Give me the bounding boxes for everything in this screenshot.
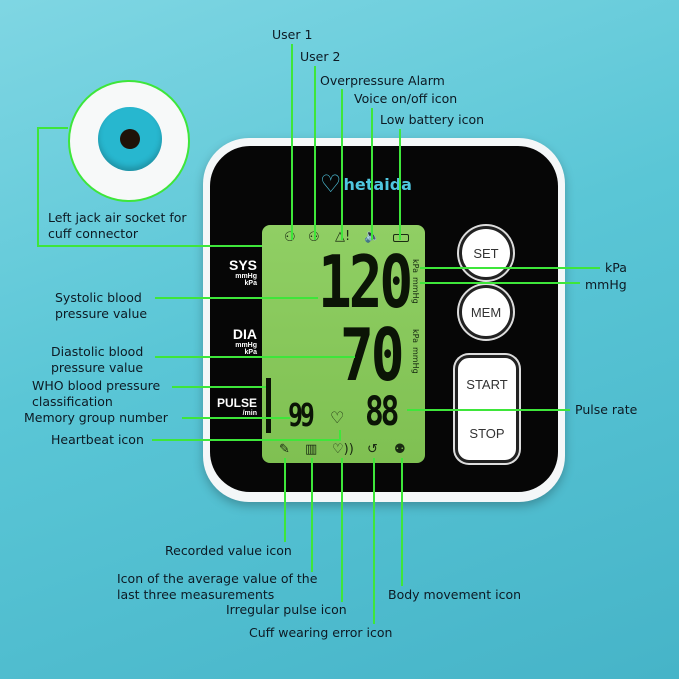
who-classification-bar <box>266 378 271 433</box>
callout-user1: User 1 <box>272 27 313 42</box>
user2-icon: ⚇ <box>308 230 320 245</box>
callout-user2: User 2 <box>300 49 341 64</box>
heartbeat-icon: ♡ <box>330 408 345 427</box>
battery-icon <box>393 234 409 242</box>
callout-heartbeat: Heartbeat icon <box>51 432 144 447</box>
callout-mmhg: mmHg <box>585 277 627 292</box>
heart-logo-icon: ♡ <box>320 170 342 198</box>
recorded-value-icon: ✎ <box>279 442 290 457</box>
user1-icon: ⚇ <box>284 230 296 245</box>
systolic-value: 120 <box>318 240 413 324</box>
callout-voice: Voice on/off icon <box>354 91 458 106</box>
brand-logo: ♡ hetaida <box>320 170 412 198</box>
callout-irregular: Irregular pulse icon <box>226 602 347 617</box>
callout-memory: Memory group number <box>24 410 168 425</box>
cuff-error-icon: ↺ <box>367 442 378 457</box>
diastolic-value: 70 <box>340 313 404 397</box>
callout-recorded: Recorded value icon <box>165 543 292 558</box>
callout-battery: Low battery icon <box>380 112 485 127</box>
average-icon: ▥ <box>305 442 318 457</box>
body-movement-icon: ⚉ <box>394 442 406 457</box>
callout-overpressure: Overpressure Alarm <box>320 73 445 88</box>
irregular-pulse-icon: ♡)) <box>332 442 354 457</box>
memory-number: 99 <box>288 396 315 434</box>
sys-label: SYS mmHg kPa <box>228 257 257 287</box>
air-socket-image <box>68 80 190 202</box>
callout-cuff-error: Cuff wearing error icon <box>249 625 393 640</box>
callout-body-movement: Body movement icon <box>388 587 522 602</box>
pulse-label: PULSE /min <box>216 396 257 417</box>
pulse-value: 88 <box>365 389 399 435</box>
mem-button[interactable]: MEM <box>459 285 513 339</box>
dia-label: DIA mmHg kPa <box>232 326 257 356</box>
set-button[interactable]: SET <box>459 226 513 280</box>
callout-pulse-rate: Pulse rate <box>575 402 638 417</box>
callout-kpa: kPa <box>605 260 627 275</box>
